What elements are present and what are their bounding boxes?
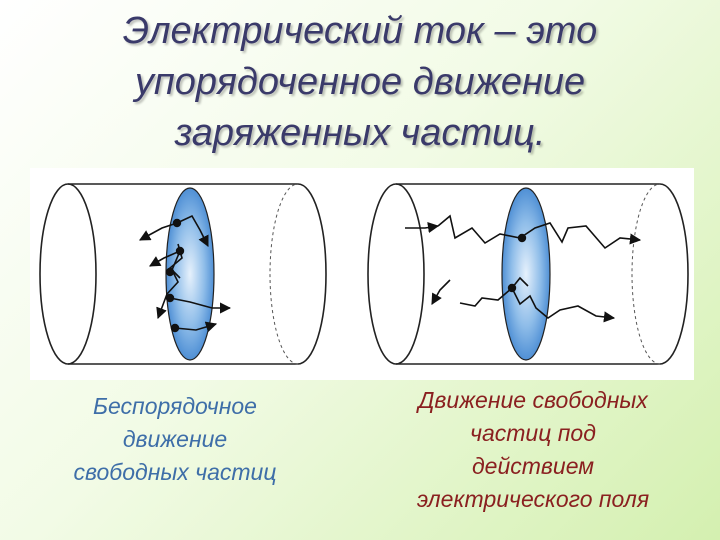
- caption-right-line-2: частиц под: [470, 420, 596, 446]
- left-particles: [165, 218, 185, 333]
- conductor-figure: [30, 168, 694, 380]
- caption-right-line-3: действием: [471, 453, 595, 479]
- left-conductor: [39, 183, 327, 365]
- caption-left-line-2: движение: [122, 426, 228, 452]
- caption-right-line-4: электрического поля: [416, 486, 650, 512]
- caption-field-motion: Движение свободных частиц под действием …: [378, 384, 688, 516]
- right-drift-paths: [405, 214, 642, 323]
- title-line-3: заряженных частиц.: [174, 112, 546, 154]
- title-line-2: упорядоченное движение: [134, 61, 586, 103]
- caption-left-line-1: Беспорядочное: [93, 393, 257, 419]
- conductor-illustration: [39, 183, 689, 365]
- right-particles: [507, 233, 527, 293]
- caption-left-line-3: свободных частиц: [73, 459, 277, 485]
- caption-right-line-1: Движение свободных: [418, 387, 648, 413]
- right-conductor: [367, 183, 689, 365]
- title-line-1: Электрический ток – это: [122, 10, 598, 52]
- caption-random-motion: Беспорядочное движение свободных частиц: [30, 390, 320, 489]
- slide-title: Электрический ток – это упорядоченное дв…: [0, 6, 720, 159]
